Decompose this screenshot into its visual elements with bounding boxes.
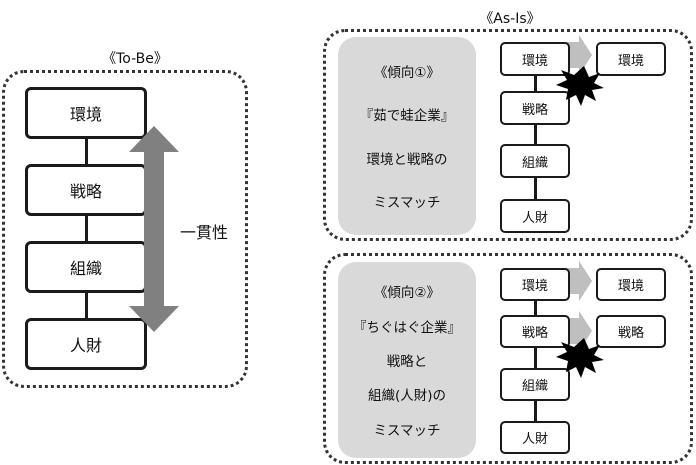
case1-line-1: 《傾向①》 [373, 64, 441, 81]
case1-box-talent: 人財 [500, 199, 570, 233]
case2-callout: 《傾向②》 『ちぐはぐ企業』 戦略と 組織(人財)の ミスマッチ [338, 262, 476, 458]
case2-line-2: 『ちぐはぐ企業』 [353, 319, 461, 336]
clash-burst-icon [556, 66, 604, 106]
shift-arrow-icon [566, 311, 592, 351]
case1-line-2: 『茹で蛙企業』 [359, 108, 455, 125]
clash-burst-icon [556, 338, 604, 378]
case1-connector [534, 70, 537, 210]
to-be-panel [2, 70, 248, 388]
to-be-box-strategy: 戦略 [25, 164, 147, 216]
to-be-heading: 《To-Be》 [102, 51, 168, 67]
shift-arrow-icon [566, 261, 592, 301]
to-be-connector [85, 135, 88, 335]
case2-box-talent: 人財 [500, 421, 570, 454]
case2-line-1: 《傾向②》 [373, 285, 441, 302]
consistency-label: 一貫性 [180, 223, 229, 242]
case2-line-4: 組織(人財)の [367, 388, 447, 405]
to-be-box-talent: 人財 [25, 318, 147, 370]
case2-box-organization: 組織 [500, 368, 570, 401]
as-is-case1-panel [323, 29, 693, 241]
case1-box-organization: 組織 [500, 144, 570, 178]
consistency-arrow-icon [129, 126, 179, 332]
case1-line-4: ミスマッチ [373, 195, 441, 212]
case1-callout: 《傾向①》 『茹で蛙企業』 環境と戦略の ミスマッチ [338, 37, 476, 235]
to-be-box-organization: 組織 [25, 241, 147, 293]
as-is-case2-panel [323, 253, 693, 464]
as-is-heading: 《As-Is》 [479, 11, 541, 27]
case2-shifted-environment: 環境 [596, 268, 666, 301]
case2-shifted-strategy: 戦略 [596, 315, 666, 348]
case2-connector [534, 290, 537, 435]
case1-box-strategy: 戦略 [500, 91, 570, 125]
case1-box-environment: 環境 [500, 42, 570, 76]
case2-box-strategy: 戦略 [500, 315, 570, 348]
shift-arrow-icon [566, 35, 592, 75]
case2-line-5: ミスマッチ [373, 422, 441, 439]
case2-box-environment: 環境 [500, 268, 570, 301]
case2-line-3: 戦略と [386, 353, 428, 370]
case1-line-3: 環境と戦略の [366, 151, 448, 168]
to-be-box-environment: 環境 [25, 87, 147, 139]
case1-shifted-environment: 環境 [596, 42, 666, 76]
